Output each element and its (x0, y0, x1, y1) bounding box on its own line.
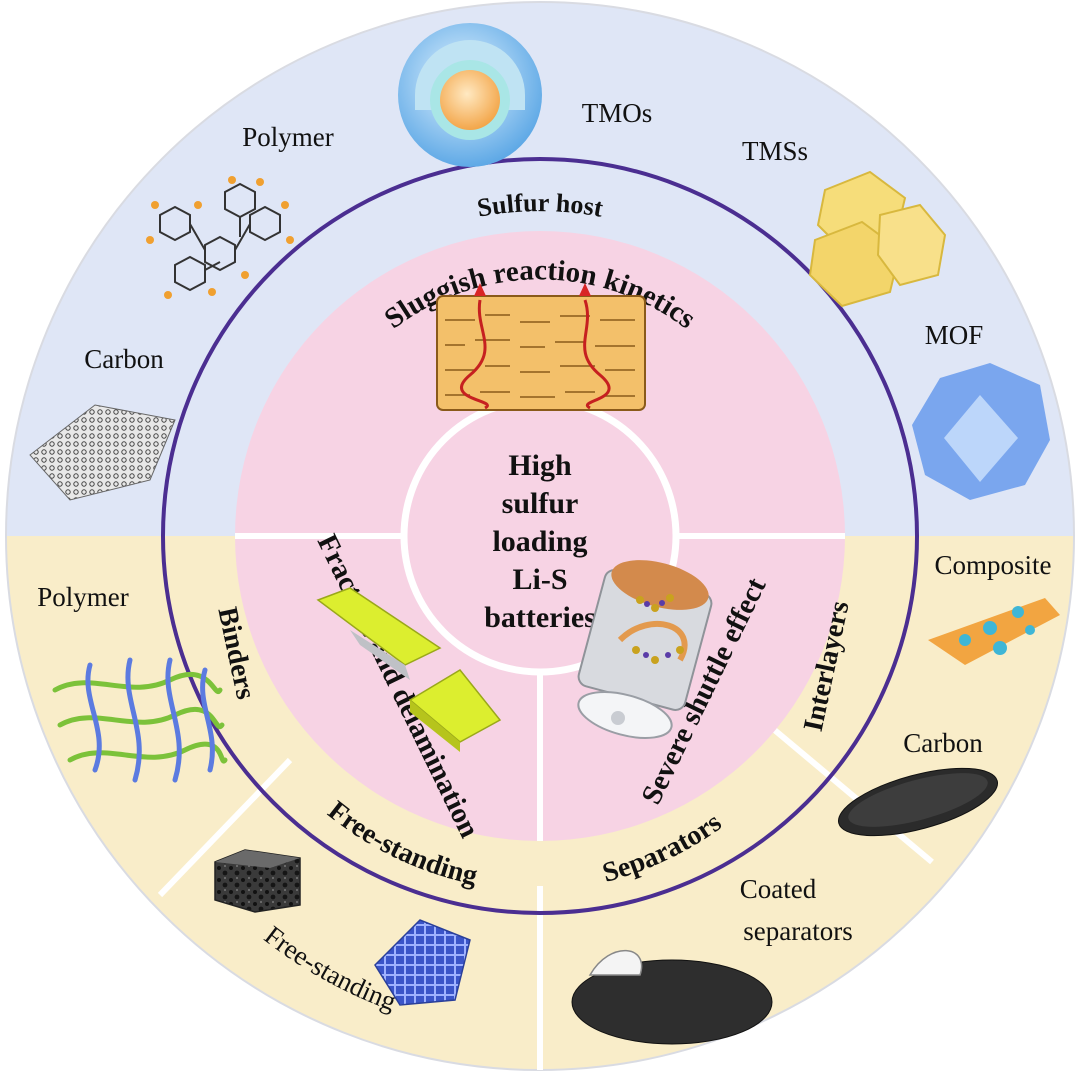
label-tmss: TMSs (742, 136, 808, 166)
shuttle-cell-illustration (577, 560, 713, 739)
carbon-disk-illustration (837, 767, 999, 837)
polymer-network-illustration (52, 657, 228, 783)
mof-polyhedron-illustration (912, 363, 1050, 500)
label-mof: MOF (925, 320, 984, 350)
coated-separator-illustration (571, 949, 773, 1045)
foam-block-illustration (214, 849, 301, 913)
center-line-2: sulfur (502, 487, 579, 520)
graphene-sheet-illustration (29, 404, 176, 501)
fracture-electrode-illustration (316, 587, 502, 752)
label-polymer-top: Polymer (242, 122, 334, 152)
tmo-core-shell-illustration (398, 23, 542, 167)
center-line-4: Li-S (512, 563, 567, 596)
label-tmos: TMOs (582, 98, 653, 128)
label-composite: Composite (934, 550, 1051, 580)
label-carbon-top: Carbon (84, 344, 164, 374)
label-coated-line2: separators (743, 916, 852, 946)
polymer-molecule-illustration (146, 176, 294, 299)
tms-plates-illustration (808, 170, 947, 308)
center-line-1: High (508, 449, 572, 482)
middle-ring-boundary (161, 157, 919, 915)
center-line-3: loading (492, 525, 587, 558)
outer-dividers (157, 719, 934, 1070)
center-line-5: batteries (484, 601, 596, 634)
label-polymer-bottom: Polymer (37, 582, 129, 612)
woven-mesh-illustration (374, 919, 471, 1006)
label-carbon-bottom: Carbon (903, 728, 983, 758)
composite-sheet-illustration (928, 598, 1060, 665)
center-title: High sulfur loading Li-S batteries (484, 449, 596, 634)
label-coated-line1: Coated (740, 874, 817, 904)
kinetics-particles-illustration (436, 283, 646, 411)
